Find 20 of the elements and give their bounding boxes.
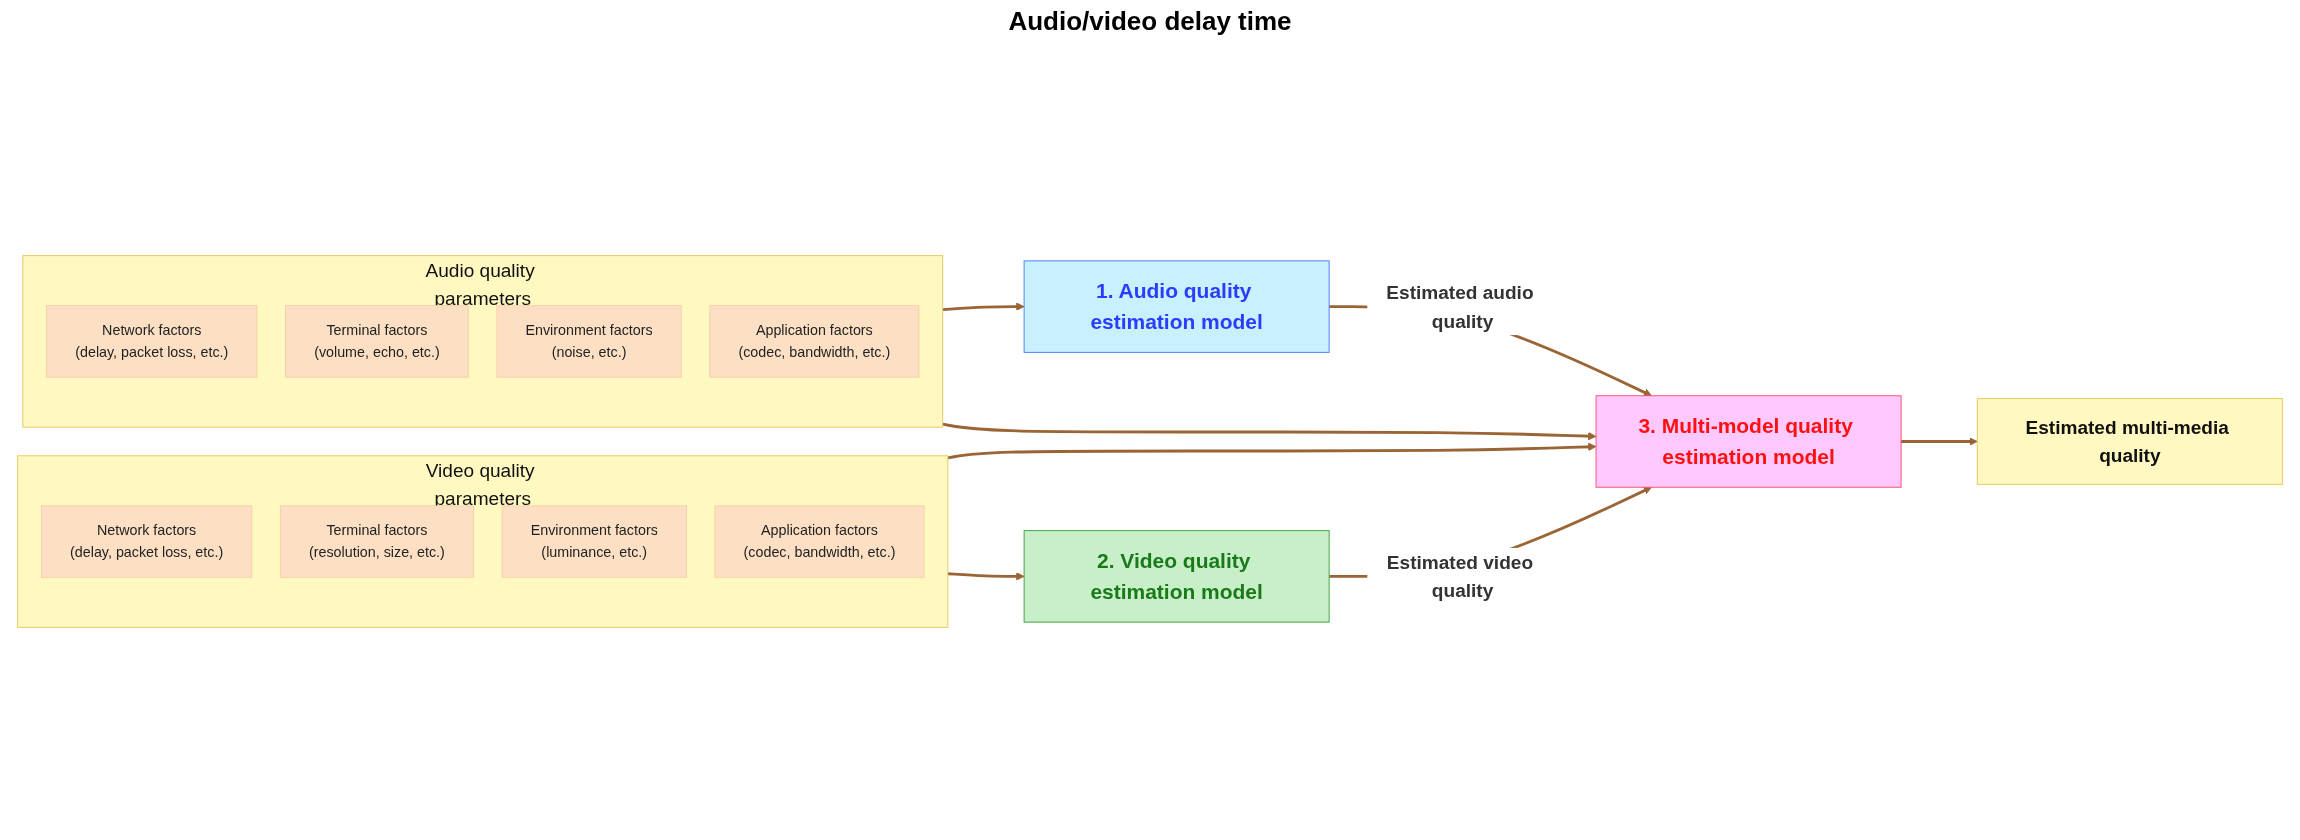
arrow bbox=[947, 442, 1597, 460]
node-box: Estimated multi-media quality bbox=[1976, 398, 2283, 485]
node-box: Environment factors (luminance, etc.) bbox=[501, 505, 687, 578]
node-box: 2. Video quality estimation model bbox=[1023, 530, 1330, 623]
node-box: Network factors (delay, packet loss, etc.) bbox=[41, 505, 253, 578]
edge-label: Estimated audio quality bbox=[1386, 281, 1534, 332]
node-box: Terminal factors (volume, echo, etc.) bbox=[285, 305, 469, 378]
node-box: Network factors (delay, packet loss, etc.) bbox=[46, 305, 258, 378]
node-box: Terminal factors (resolution, size, etc.) bbox=[279, 505, 474, 578]
node-box: 1. Audio quality estimation model bbox=[1023, 260, 1330, 353]
node-box: Environment factors (noise, etc.) bbox=[496, 305, 682, 378]
arrow bbox=[947, 572, 1025, 581]
arrow bbox=[942, 422, 1597, 441]
note-text: Audio/video delay time bbox=[1008, 6, 1292, 37]
node-box: Application factors (codec, bandwidth, etc.) bbox=[714, 505, 925, 578]
arrow bbox=[942, 302, 1025, 312]
arrow bbox=[1901, 437, 1978, 446]
node-box: 3. Multi-model quality estimation model bbox=[1595, 395, 1902, 488]
edge-label: Estimated video quality bbox=[1386, 551, 1534, 602]
node-box: Application factors (codec, bandwidth, etc.) bbox=[709, 305, 920, 378]
